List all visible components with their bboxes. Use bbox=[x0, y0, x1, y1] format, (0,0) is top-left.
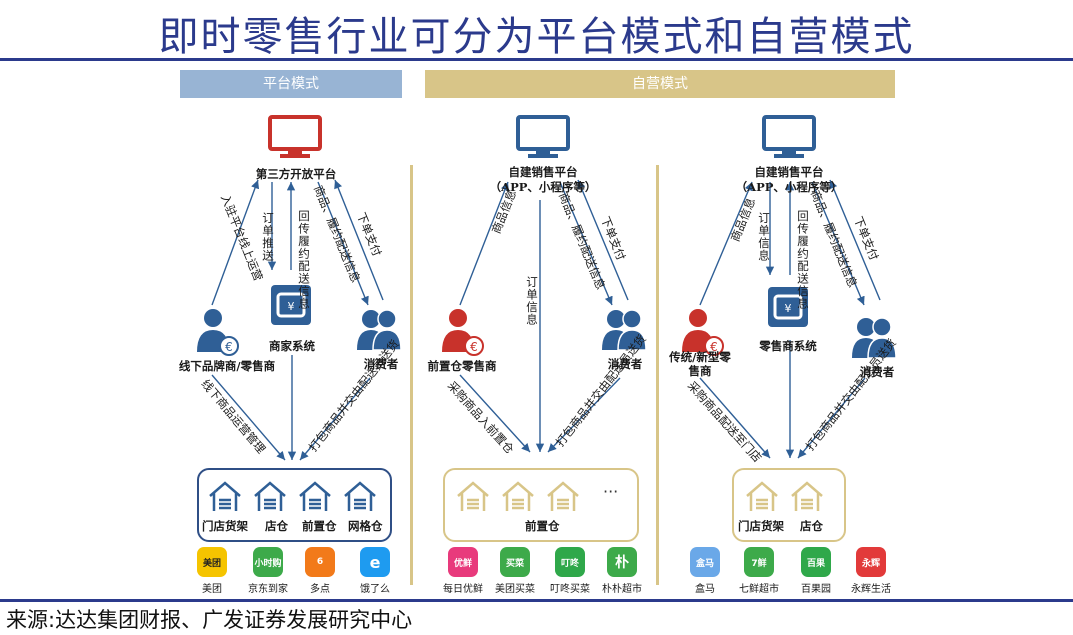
app-icon-yonghui: 永辉 bbox=[856, 547, 886, 577]
arrow-order-pay-1 bbox=[334, 179, 384, 301]
monitor-icon bbox=[268, 115, 322, 158]
seller-label-3: 传统/新型零售商 bbox=[669, 350, 731, 378]
source-note: 来源:达达集团财报、广发证券发展研究中心 bbox=[6, 608, 413, 632]
app-icon-jd: 小时购 bbox=[253, 547, 283, 577]
arrow-label-order-push: 订单推送 bbox=[261, 212, 275, 262]
app-icon-eleme: e bbox=[360, 547, 390, 577]
svg-text:€: € bbox=[710, 340, 718, 354]
consumer-label-2: 消费者 bbox=[607, 357, 643, 371]
store-label-shelf-3: 门店货架 bbox=[738, 519, 784, 533]
app-name-missfresh: 每日优鲜 bbox=[443, 584, 483, 595]
app-name-yonghui: 永辉生活 bbox=[851, 584, 891, 595]
arrow-purchase-3 bbox=[699, 377, 771, 459]
store-box-3 bbox=[732, 468, 846, 542]
store-label-warehouse-1: 店仓 bbox=[265, 519, 288, 533]
app-name-duodian: 多点 bbox=[310, 584, 330, 595]
arrow-order-pay-2 bbox=[577, 179, 629, 301]
arrow-seller-to-platform-1 bbox=[211, 179, 260, 306]
merchant-system-label: 商家系统 bbox=[269, 339, 315, 353]
store-house-icons bbox=[746, 481, 823, 511]
arrow-pack-1 bbox=[299, 377, 371, 461]
app-name-pupu: 朴朴超市 bbox=[602, 584, 642, 595]
footer-rule bbox=[0, 599, 1073, 602]
arrow-pack-3 bbox=[797, 377, 866, 459]
seller-label-1: 线下品牌商/零售商 bbox=[178, 359, 276, 373]
app-name-meituan: 美团 bbox=[202, 584, 222, 595]
store-label-shelf-1: 门店货架 bbox=[202, 519, 248, 533]
app-icon-meituan-maicai: 买菜 bbox=[500, 547, 530, 577]
platform-label-2: 自建销售平台 bbox=[508, 165, 578, 179]
retail-system-label: 零售商系统 bbox=[759, 339, 817, 353]
arrow-goods-info-1 bbox=[317, 181, 369, 306]
arrow-label-order-info-3: 订单信息 bbox=[757, 212, 771, 262]
consumer-icon bbox=[602, 309, 647, 351]
consumer-label-1: 消费者 bbox=[363, 357, 399, 371]
merchant-person-icon: € bbox=[197, 309, 239, 356]
arrow-seller-to-platform-2 bbox=[459, 181, 509, 306]
app-name-7fresh: 七鲜超市 bbox=[739, 584, 779, 595]
app-icon-duodian: 6 bbox=[305, 547, 335, 577]
consumer-label-3: 消费者 bbox=[859, 365, 895, 379]
store-label-front-1: 前置仓 bbox=[302, 519, 337, 533]
arrow-pack-2 bbox=[547, 377, 621, 453]
store-label-front-2: 前置仓 bbox=[525, 519, 560, 533]
app-icon-7fresh: 7鲜 bbox=[744, 547, 774, 577]
svg-text:¥: ¥ bbox=[785, 302, 792, 315]
store-box-2: ··· bbox=[443, 468, 639, 542]
app-icon-meituan: 美团 bbox=[197, 547, 227, 577]
arrow-seller-to-platform-3 bbox=[699, 181, 753, 306]
platform-label-1: 第三方开放平台 bbox=[255, 167, 337, 181]
platform-sub-label-2: （APP、小程序等） bbox=[489, 180, 597, 194]
svg-text:¥: ¥ bbox=[288, 300, 295, 313]
arrow-label-fulfill-back: 回传履约配送信息 bbox=[297, 210, 311, 310]
svg-text:€: € bbox=[470, 340, 478, 354]
arrow-purchase-2 bbox=[459, 374, 531, 453]
app-name-hema: 盒马 bbox=[695, 584, 715, 595]
consumer-icon bbox=[852, 317, 897, 359]
title-rule bbox=[0, 58, 1073, 61]
self-mode-banner: 自营模式 bbox=[425, 70, 895, 98]
arrow-label-order-info-2: 订单信息 bbox=[525, 276, 539, 326]
seller-label-2: 前置仓零售商 bbox=[427, 359, 497, 373]
consumer-icon bbox=[357, 309, 402, 351]
more-ellipsis: ··· bbox=[603, 482, 619, 501]
app-name-eleme: 饿了么 bbox=[360, 584, 390, 595]
platform-sub-label-3: （APP、小程序等） bbox=[735, 180, 843, 194]
store-label-grid: 网格仓 bbox=[348, 519, 383, 533]
panel-separator-2 bbox=[656, 165, 659, 585]
app-icon-hema: 盒马 bbox=[690, 547, 720, 577]
app-name-pagoda: 百果园 bbox=[801, 584, 831, 595]
monitor-icon bbox=[516, 115, 570, 158]
app-icon-pupu: 朴 bbox=[607, 547, 637, 577]
monitor-icon bbox=[762, 115, 816, 158]
svg-text:€: € bbox=[225, 340, 233, 354]
arrow-label-fulfill-back-3: 回传履约配送信息 bbox=[796, 210, 810, 310]
app-name-jd: 京东到家 bbox=[248, 584, 288, 595]
system-icon: ¥ bbox=[271, 285, 311, 325]
store-box-1 bbox=[197, 468, 392, 542]
store-label-warehouse-3: 店仓 bbox=[800, 519, 823, 533]
retailer-person-icon: € bbox=[682, 309, 724, 356]
system-icon: ¥ bbox=[768, 287, 808, 327]
app-icon-dingdong: 叮咚 bbox=[555, 547, 585, 577]
platform-label-3: 自建销售平台 bbox=[754, 165, 824, 179]
store-house-icons bbox=[209, 481, 376, 511]
arrow-goods-fulfill-2 bbox=[559, 181, 613, 306]
app-name-meituan-maicai: 美团买菜 bbox=[495, 584, 535, 595]
platform-mode-banner: 平台模式 bbox=[180, 70, 402, 98]
retailer-person-icon: € bbox=[442, 309, 484, 356]
app-name-dingdong: 叮咚买菜 bbox=[550, 584, 590, 595]
arrow-goods-fulfill-3 bbox=[811, 181, 865, 306]
panel-separator-1 bbox=[410, 165, 413, 585]
arrow-order-pay-3 bbox=[829, 179, 881, 301]
arrow-store-mgmt bbox=[211, 374, 286, 461]
app-icon-missfresh: 优鲜 bbox=[448, 547, 478, 577]
app-icon-pagoda: 百果 bbox=[801, 547, 831, 577]
page-title: 即时零售行业可分为平台模式和自营模式 bbox=[158, 14, 915, 60]
store-house-icons bbox=[457, 481, 579, 511]
arrows-layer bbox=[211, 179, 881, 461]
